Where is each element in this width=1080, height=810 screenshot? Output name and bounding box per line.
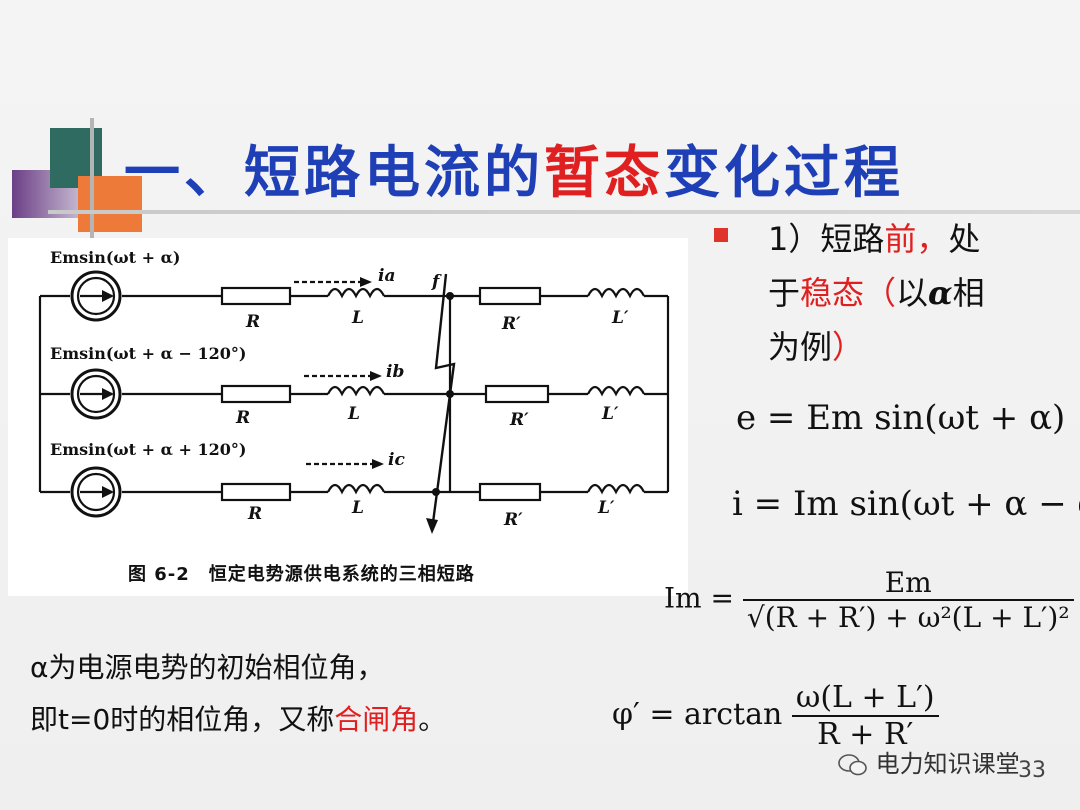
note-line-2b: 合闸角 (334, 703, 419, 736)
formula-amplitude: Im = Em √(R + R′) + ω²(L + L′)² (664, 566, 1074, 634)
source-a-label: Emsin(ωt + α) (50, 248, 181, 267)
inductor-label: L (352, 498, 364, 518)
bullet-marker (714, 228, 728, 242)
inductor-prime-label: L′ (612, 308, 629, 328)
bullet-l2d: 相 (952, 274, 985, 312)
formula-amplitude-denominator: √(R + R′) + ω²(L + L′)² (746, 601, 1070, 634)
current-a-label: ia (378, 266, 396, 286)
bullet-l1a: 1）短路 (768, 220, 885, 258)
formula-current: i = Im sin(ωt + α − φ′) (732, 484, 1080, 524)
current-b-label: ib (386, 362, 405, 382)
title-part-1: 一、短路电流的 (124, 140, 544, 206)
resistor-label: R (246, 312, 261, 332)
title-part-3: 变化过程 (664, 140, 904, 206)
inductor-prime-label: L′ (598, 498, 615, 518)
watermark: 电力知识课堂 (838, 744, 1020, 779)
inductor-label: L (352, 308, 364, 328)
resistor-label: R (248, 504, 263, 524)
bullet-l3a: 为例 (768, 328, 833, 366)
decor-vertical-line (90, 118, 94, 238)
note-line-2a: 即t=0时的相位角，又称 (30, 703, 335, 736)
bullet-l2-alpha: α (928, 274, 953, 312)
resistor-prime-label: R′ (510, 410, 529, 430)
source-b-label: Emsin(ωt + α − 120°) (50, 344, 247, 363)
watermark-text: 电力知识课堂 (875, 750, 1020, 778)
formula-amplitude-fraction: Em √(R + R′) + ω²(L + L′)² (742, 566, 1074, 634)
resistor-prime-label: R′ (504, 510, 523, 530)
source-c-label: Emsin(ωt + α + 120°) (50, 440, 247, 459)
bullet-l2a: 于 (768, 274, 801, 312)
title-part-2: 暂态 (544, 140, 664, 206)
formula-phase-fraction: ω(L + L′) R + R′ (791, 680, 939, 752)
bullet-l2c: 以 (896, 274, 929, 312)
bullet-l1c: 处 (948, 220, 981, 258)
bullet-text: 1）短路前，处于稳态（以α相为例） (768, 212, 1058, 374)
formula-phase-denominator: R + R′ (817, 717, 914, 752)
note-line-1: α为电源电势的初始相位角， (30, 651, 385, 684)
inductor-label: L (348, 404, 360, 424)
resistor-label: R (236, 408, 251, 428)
bullet-l1b: 前， (884, 220, 949, 258)
figure-caption: 图 6-2 恒定电势源供电系统的三相短路 (128, 564, 475, 585)
wechat-icon (838, 754, 867, 776)
decor-horizontal-line (48, 210, 1080, 214)
circuit-figure: Emsin(ωt + α) Emsin(ωt + α − 120°) Emsin… (8, 238, 688, 596)
slide-title: 一、短路电流的暂态变化过程 (124, 128, 904, 209)
formula-phase: φ′ = arctan ω(L + L′) R + R′ (612, 680, 939, 752)
fault-point-label: f (432, 272, 440, 292)
formula-amplitude-numerator: Em (742, 566, 1074, 601)
formula-amplitude-lhs: Im = (664, 581, 734, 615)
circuit-diagram (38, 270, 670, 534)
decor-block-orange (78, 176, 142, 232)
bullet-l2b: 稳态（ (800, 274, 897, 312)
resistor-prime-label: R′ (502, 314, 521, 334)
formula-phase-numerator: ω(L + L′) (791, 680, 939, 717)
formula-emf: e = Em sin(ωt + α) (736, 398, 1066, 438)
formula-phase-lhs: φ′ = arctan (612, 697, 783, 732)
alpha-note: α为电源电势的初始相位角， 即t=0时的相位角，又称合闸角。 (30, 642, 446, 746)
note-line-2c: 。 (418, 703, 447, 736)
page-number: 33 (1018, 758, 1046, 783)
bullet-l3b: ） (832, 328, 865, 366)
inductor-prime-label: L′ (602, 404, 619, 424)
current-c-label: ic (388, 450, 405, 470)
